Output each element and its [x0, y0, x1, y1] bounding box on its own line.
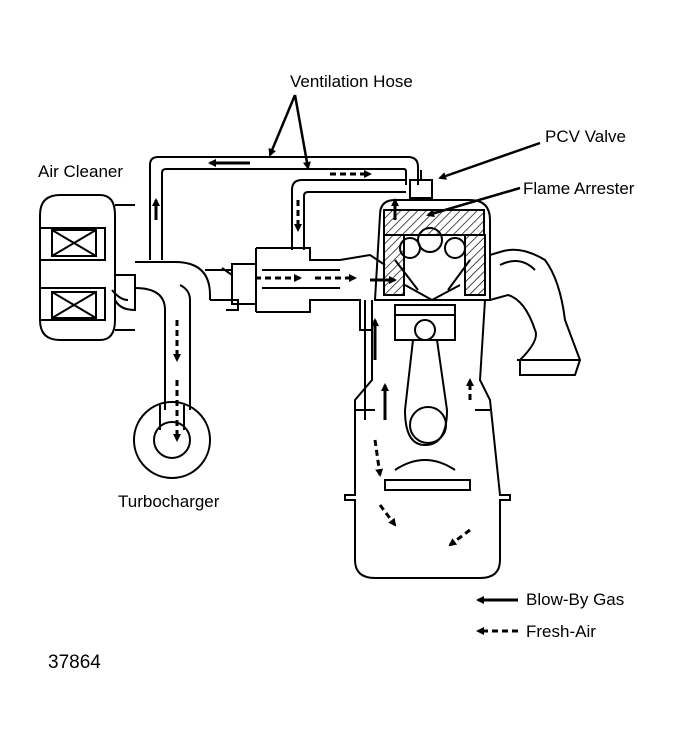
label-air-cleaner: Air Cleaner [38, 162, 124, 181]
ventilation-hose [149, 156, 419, 260]
legend-fresh-air-label: Fresh-Air [526, 622, 596, 641]
exhaust-manifold [489, 248, 582, 376]
figure-number: 37864 [48, 652, 101, 673]
pcv-valve [409, 170, 433, 199]
blow-by-flow-arrows [152, 159, 399, 420]
label-pcv-valve: PCV Valve [545, 127, 626, 146]
legend-blow-by-label: Blow-By Gas [526, 590, 625, 609]
air-cleaner [39, 194, 136, 341]
leader-lines [268, 94, 541, 218]
label-ventilation-hose: Ventilation Hose [290, 72, 413, 91]
label-turbocharger: Turbocharger [118, 492, 220, 511]
intake-manifold [339, 253, 386, 331]
intake-pipe [134, 261, 232, 410]
engine-block [344, 299, 511, 579]
throttle-body [221, 247, 340, 313]
legend-symbols [476, 596, 518, 635]
turbocharger [133, 401, 211, 479]
label-flame-arrester: Flame Arrester [523, 179, 635, 198]
cylinder-head [373, 199, 491, 302]
fresh-air-flow-arrows [173, 170, 474, 547]
